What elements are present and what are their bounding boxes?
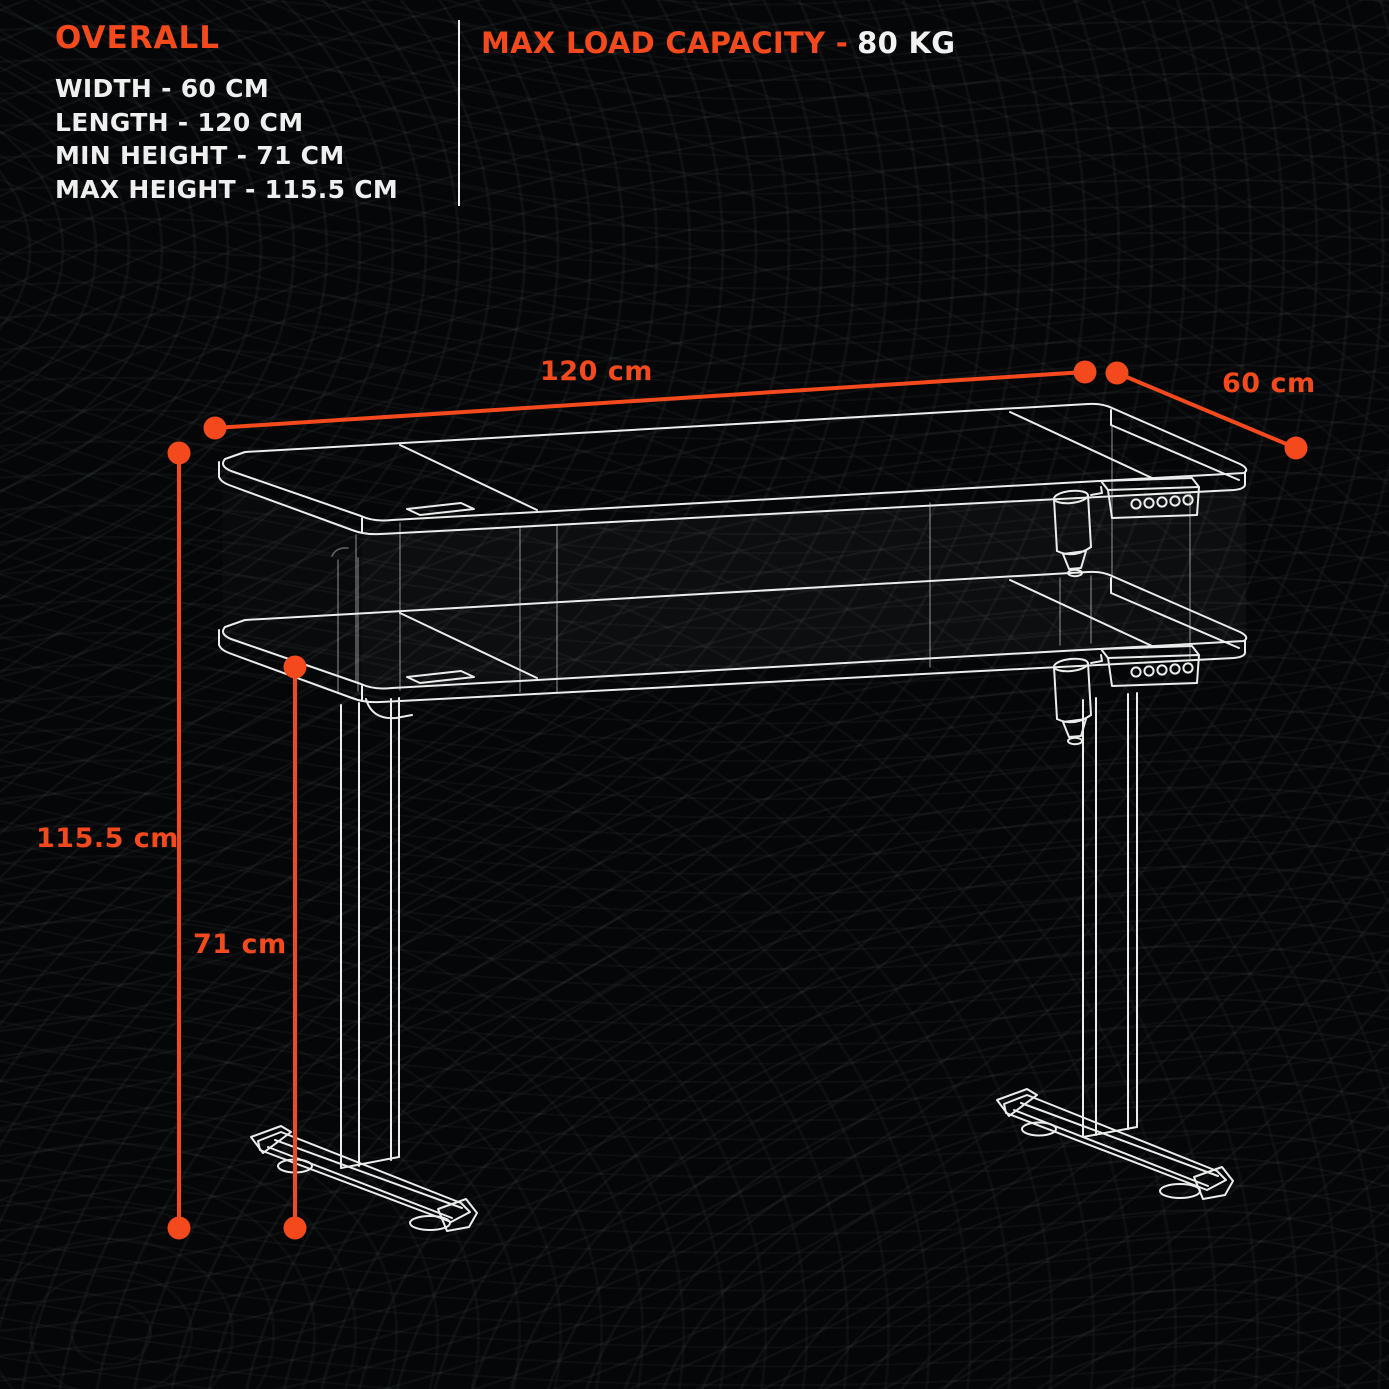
dimension-endpoint-dot (203, 416, 227, 440)
control-panel-button (1143, 665, 1155, 677)
dimension-line-depth (1115, 371, 1298, 450)
cable-grommet (406, 670, 475, 684)
dimension-line-length (213, 370, 1087, 430)
desktop-seam (1009, 411, 1153, 479)
header-divider (458, 20, 460, 206)
desk-legs (250, 692, 1234, 1232)
desk-leg-left (250, 697, 478, 1232)
desktop-min-height (218, 570, 1248, 746)
control-panel-button (1182, 494, 1194, 506)
spec-max-height: MAX HEIGHT - 115.5 CM (55, 174, 399, 204)
spec-min-height: MIN HEIGHT - 71 CM (55, 141, 345, 170)
control-panel (1100, 645, 1200, 687)
control-panel-button (1156, 664, 1168, 676)
dimension-label-length: 120 cm (540, 356, 653, 387)
spec-length: LENGTH - 120 CM (55, 107, 304, 137)
control-panel-button (1169, 663, 1181, 675)
control-panel-button (1130, 666, 1142, 678)
dimension-lines (167, 360, 1308, 1240)
ghost-projection (331, 424, 1191, 694)
dimension-endpoint-dot (167, 441, 191, 465)
dimension-endpoint-dot (1073, 360, 1097, 384)
desk-foot-right (996, 1088, 1234, 1200)
dimension-endpoint-dot (167, 1216, 191, 1240)
desktop-seam (399, 612, 538, 679)
leveling-foot (409, 1215, 451, 1231)
control-panel-button (1156, 496, 1168, 508)
spec-width: WIDTH - 60 CM (55, 74, 270, 103)
desktop-seam (399, 444, 538, 511)
leveling-foot (1021, 1121, 1057, 1137)
leg-bracket (365, 698, 413, 720)
control-panel-button (1143, 497, 1155, 509)
control-panel (1100, 477, 1200, 519)
max-load-label: MAX LOAD CAPACITY - (481, 26, 849, 60)
dimension-endpoint-dot (283, 655, 307, 679)
max-load-value: 80 KG (857, 26, 956, 60)
desk-leg-right (996, 692, 1234, 1200)
control-panel-button (1182, 662, 1194, 674)
dimension-endpoint-dot (283, 1216, 307, 1240)
dimension-endpoint-dot (1284, 436, 1308, 460)
max-load-capacity: MAX LOAD CAPACITY -80 KG (481, 26, 955, 60)
dimension-label-max-height: 115.5 cm (36, 823, 179, 854)
desktop-seam (1009, 579, 1153, 647)
cable-grommet (406, 502, 475, 516)
control-panel-button (1130, 498, 1142, 510)
control-panel-button (1169, 495, 1181, 507)
leveling-foot (1159, 1183, 1201, 1199)
overall-title: OVERALL (55, 20, 221, 56)
overall-specs: WIDTH - 60 CM LENGTH - 120 CM MIN HEIGHT… (55, 72, 398, 206)
desktop-max-height (218, 402, 1248, 578)
dimension-label-min-height: 71 cm (193, 929, 287, 960)
dimension-endpoint-dot (1105, 361, 1129, 385)
dimension-label-depth: 60 cm (1222, 368, 1316, 399)
cup-holder (1053, 654, 1103, 746)
desk-foot-left (250, 1125, 478, 1232)
